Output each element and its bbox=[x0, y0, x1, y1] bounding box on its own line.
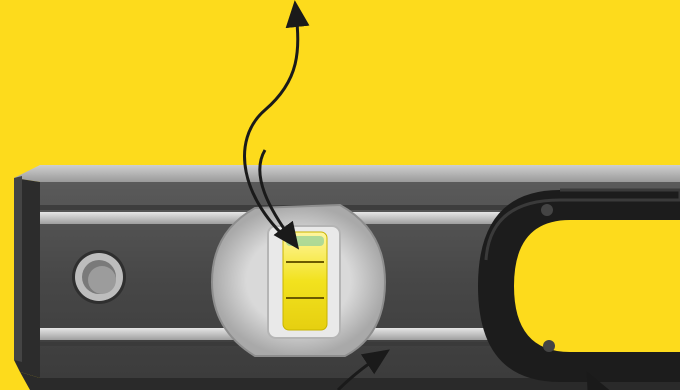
hanging-hole bbox=[72, 250, 126, 304]
handle-grip bbox=[478, 190, 680, 382]
bubble-vial bbox=[212, 205, 385, 356]
